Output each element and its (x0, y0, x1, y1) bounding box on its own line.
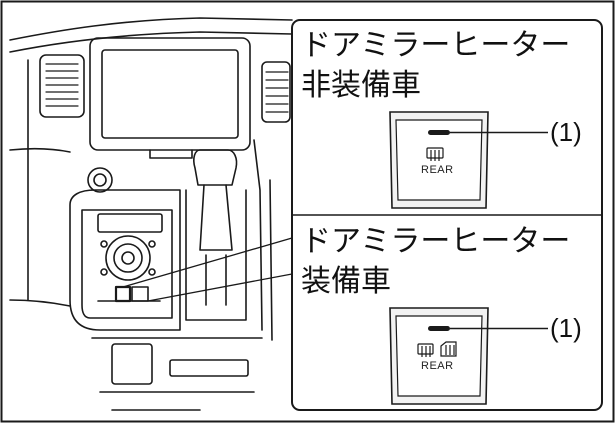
display-bottom-tab (149, 149, 193, 159)
left-knob-inner (93, 173, 107, 187)
panel-1-callout: (1) (550, 117, 582, 147)
right-vent-slats (265, 71, 289, 113)
rear-defogger-switch-1 (389, 111, 489, 209)
lower-storage-slot (169, 359, 249, 377)
panel-1-title-line2: 非装備車 (301, 68, 421, 103)
leader-line (147, 273, 293, 302)
shift-lever (193, 149, 238, 186)
console-right-edge (253, 139, 263, 331)
panel-2-title-line1: ドアミラーヒーター (301, 224, 571, 259)
panel-1-switch-label: REAR (421, 164, 454, 176)
dashboard-top-contour (9, 17, 293, 41)
left-vent-slats (45, 63, 79, 107)
switch-indicator (428, 130, 450, 135)
dial-button (148, 268, 156, 276)
climate-dial-ring (113, 243, 143, 273)
panel-2-callout: (1) (550, 313, 582, 343)
center-display-bezel (89, 37, 251, 151)
lower-dash-contour (9, 147, 71, 153)
switch-indicator (428, 326, 450, 331)
leader-lines (122, 237, 293, 302)
floor-console (91, 337, 263, 411)
dial-button (100, 240, 108, 248)
lower-dash-contour (9, 299, 71, 307)
climate-display (97, 213, 163, 233)
panel-1-title-line1: ドアミラーヒーター (301, 28, 571, 63)
panel-2-title-line2: 装備車 (301, 264, 391, 299)
center-stack-housing (69, 189, 181, 331)
shift-lever-stem (199, 184, 233, 251)
right-air-vent (261, 61, 291, 123)
lower-storage-box (111, 343, 153, 385)
stack-switch-neighbor (131, 286, 149, 302)
rear-defogger-switch-2 (389, 307, 489, 405)
dial-button (148, 240, 156, 248)
leader-line (122, 237, 293, 288)
dial-button (100, 268, 108, 276)
climate-dial (105, 235, 151, 281)
left-knob (87, 167, 113, 193)
center-stack-inner (81, 209, 173, 319)
stack-switch-location (114, 285, 132, 303)
left-air-vent (39, 54, 85, 118)
mirror-heater-icon (440, 341, 457, 357)
shift-gate (185, 189, 247, 321)
rear-defogger-icon (417, 343, 434, 357)
panel-2-switch-label: REAR (421, 360, 454, 372)
dashboard-illustration (9, 17, 293, 411)
rear-defogger-icon (426, 147, 444, 161)
climate-dial-center (121, 251, 135, 265)
console-right-edge-2 (269, 179, 273, 341)
switch-face (395, 315, 483, 397)
center-display-screen (101, 49, 239, 139)
